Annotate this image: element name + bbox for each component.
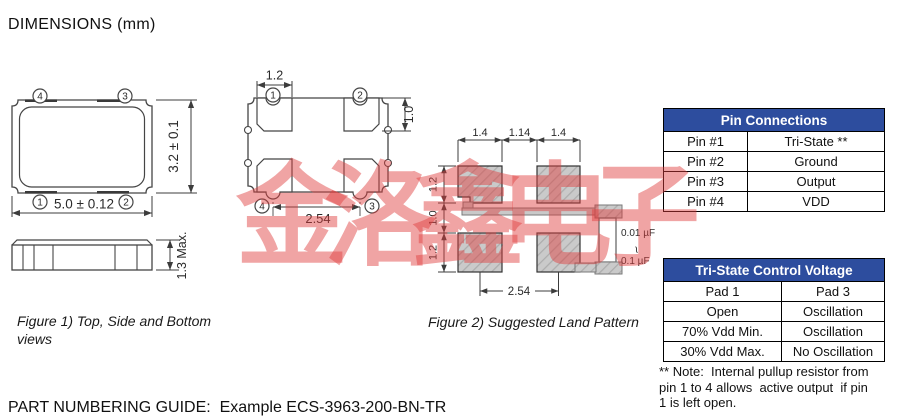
bottom-pin1-label: 1 (270, 91, 276, 102)
cap-tilde: ~ (628, 244, 645, 256)
height-dim-lines (156, 99, 197, 194)
tristate-70pct: 70% Vdd Min. (663, 321, 782, 342)
figure1-caption: Figure 1) Top, Side and Bottom views (17, 312, 211, 348)
land-top-dim-lines (457, 137, 581, 162)
bottom-pin2-label: 2 (357, 91, 363, 102)
pin1-cell: Pin #1 (663, 131, 748, 152)
pin-table-title: Pin Connections (662, 108, 886, 132)
figure2-caption: Figure 2) Suggested Land Pattern (428, 314, 639, 330)
note-line3: 1 is left open. (659, 395, 737, 410)
land-left-dim-lines (438, 165, 456, 273)
part-numbering-guide: PART NUMBERING GUIDE: Example ECS-3963-2… (8, 399, 447, 416)
pad-height-dim-lines (382, 97, 411, 132)
tristate-note: ** Note: Internal pullup resistor from p… (659, 364, 869, 411)
figure1-top-view: 4 3 1 2 5.0 ± 0.12 3.2 ± 0.1 (11, 88, 197, 217)
tristate-70pct-result: Oscillation (780, 321, 886, 342)
cap-max-label: 0.1 µF (621, 256, 650, 267)
land-dim-right-pad-width: 1.4 (551, 127, 566, 139)
figure1-bottom-view: 1.2 1 2 4 3 1.0 2.54 (243, 69, 416, 226)
thickness-dim-label: 1.3 Max. (175, 232, 189, 280)
pin2-label: 2 (123, 198, 129, 209)
pin3-label: 3 (122, 92, 128, 103)
pad-height-dim-label: 1.0 (402, 106, 416, 123)
tristate-table: Tri-State Control Voltage Pad 1 Pad 3 Op… (662, 258, 886, 362)
tristate-row-2: 70% Vdd Min.Oscillation (663, 321, 886, 342)
tristate-row-3: 30% Vdd Max.No Oscillation (663, 341, 886, 362)
figure1-caption-line1: Figure 1) Top, Side and Bottom (17, 313, 212, 329)
pad-width-dim-label: 1.2 (266, 69, 283, 83)
figure2-land-pattern: 1.4 1.14 1.4 1.2 1.0 1.2 0.01 µF ~ 0.1 µ… (428, 127, 656, 298)
side-end-cap-lines (22, 245, 138, 270)
land-pitch-dim-lines (479, 272, 559, 296)
pin-number-circles (32, 88, 134, 210)
bottom-pin-circles (254, 87, 380, 214)
land-pads (457, 165, 581, 273)
side-body (11, 244, 153, 271)
height-dim-label: 3.2 ± 0.1 (166, 120, 181, 172)
pin4-cell: Pin #4 (663, 191, 748, 212)
package-outline (11, 99, 153, 194)
package-lid (18, 106, 146, 188)
tristate-30pct-result: No Oscillation (780, 341, 886, 362)
tristate-header-row: Pad 1 Pad 3 (663, 281, 886, 302)
bottom-pin4-label: 4 (259, 202, 265, 213)
cap-min-label: 0.01 µF (621, 228, 655, 239)
pin2-cell: Pin #2 (663, 151, 748, 172)
land-dim-gap-width: 1.14 (509, 127, 530, 139)
thickness-dim-lines (156, 239, 179, 271)
figure1-caption-line2: views (17, 331, 53, 347)
land-dim-left-pad-width: 1.4 (472, 127, 487, 139)
side-lid-line (11, 239, 153, 246)
pad3-header: Pad 3 (780, 281, 886, 302)
pin1-label: 1 (37, 198, 43, 209)
bottom-pin3-label: 3 (369, 202, 375, 213)
bypass-cap-trace (461, 201, 623, 275)
tristate-open: Open (663, 301, 782, 322)
pin3-cell: Pin #3 (663, 171, 748, 192)
pad-width-dim-lines (256, 81, 293, 97)
figure1-side-view: 1.3 Max. (11, 232, 189, 280)
note-line1: ** Note: Internal pullup resistor from (659, 364, 869, 379)
width-dim-label: 5.0 ± 0.12 (54, 197, 114, 212)
pin2-connection: Ground (746, 151, 886, 172)
pad1-header: Pad 1 (663, 281, 782, 302)
pin3-connection: Output (746, 171, 886, 192)
pin1-connection: Tri-State ** (746, 131, 886, 152)
land-dim-vgap: 1.0 (428, 210, 440, 225)
tristate-open-result: Oscillation (780, 301, 886, 322)
page-title: DIMENSIONS (mm) (8, 16, 156, 33)
land-dim-pad-height-bottom: 1.2 (428, 245, 440, 260)
tristate-30pct: 30% Vdd Max. (663, 341, 782, 362)
pitch-dim-label: 2.54 (305, 211, 330, 226)
width-dim-lines (11, 196, 153, 217)
note-line2: pin 1 to 4 allows active output if pin (659, 379, 868, 395)
edge-castellation-notches (243, 125, 393, 168)
pin4-label: 4 (37, 92, 43, 103)
land-dim-pad-height-top: 1.2 (428, 177, 440, 192)
tristate-table-title: Tri-State Control Voltage (662, 258, 886, 282)
land-pitch-dim-label: 2.54 (508, 286, 531, 298)
pin4-connection: VDD (746, 191, 886, 212)
bottom-pads (256, 97, 380, 200)
